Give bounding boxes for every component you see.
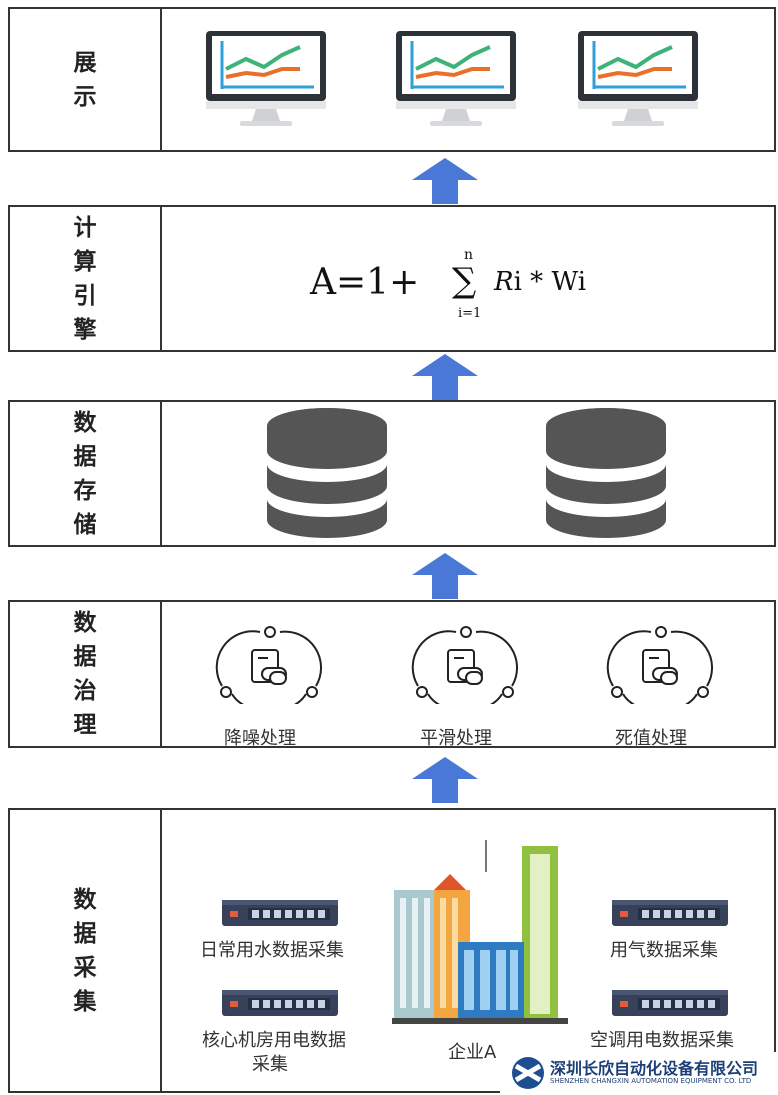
collection-server-room-label: 核心机房用电数据 bbox=[202, 1030, 346, 1051]
collection-layer-title: 数据采集 bbox=[73, 886, 97, 1015]
formula-sum: ∑ bbox=[452, 261, 477, 301]
formula-op: * bbox=[530, 267, 544, 297]
formula-lower: i=1 bbox=[458, 306, 482, 321]
monitor-icon bbox=[204, 29, 328, 129]
database-icon bbox=[544, 406, 668, 540]
enterprise-building-icon bbox=[392, 838, 568, 1024]
storage-layer-body bbox=[162, 402, 774, 545]
formula-i: i bbox=[513, 267, 522, 297]
governance-layer-title: 数据治理 bbox=[73, 610, 97, 738]
company-name-en: SHENZHEN CHANGXIN AUTOMATION EQUIPMENT C… bbox=[550, 1077, 752, 1085]
formula-r: R bbox=[494, 267, 514, 297]
storage-layer: 数据存储 bbox=[8, 400, 776, 547]
formula-lhs: A=1+ bbox=[310, 262, 420, 303]
collection-ac-label: 空调用电数据采集 bbox=[590, 1030, 734, 1051]
governance-item-smooth: 平滑处理 bbox=[420, 728, 492, 749]
up-arrow-icon bbox=[412, 158, 478, 204]
formula-upper: n bbox=[464, 247, 474, 263]
data-processing-icon bbox=[605, 624, 715, 704]
formula-w: Wi bbox=[551, 267, 587, 297]
company-name-cn: 深圳长欣自动化设备有限公司 bbox=[550, 1059, 759, 1078]
up-arrow-icon bbox=[412, 553, 478, 599]
governance-item-noise: 降噪处理 bbox=[224, 728, 296, 749]
collection-water-label: 日常用水数据采集 bbox=[200, 940, 344, 961]
engine-layer-title: 计算引擎 bbox=[73, 214, 97, 343]
company-logo-icon bbox=[512, 1057, 544, 1089]
database-icon bbox=[265, 406, 389, 540]
data-processing-icon bbox=[410, 624, 520, 704]
network-switch-icon bbox=[612, 990, 728, 1016]
company-logo: 深圳长欣自动化设备有限公司 SHENZHEN CHANGXIN AUTOMATI… bbox=[500, 1052, 776, 1094]
up-arrow-icon bbox=[412, 354, 478, 400]
network-switch-icon bbox=[222, 990, 338, 1016]
storage-layer-title: 数据存储 bbox=[73, 409, 97, 538]
display-layer: 展示 bbox=[8, 7, 776, 152]
collection-layer-body: 日常用水数据采集 核心机房用电数据 采集 企业A 用气数据采集 空调 bbox=[162, 810, 774, 1091]
data-processing-icon bbox=[214, 624, 324, 704]
formula-term: Ri * Wi bbox=[494, 267, 586, 297]
governance-layer-body: 降噪处理 平滑处理 死值处理 bbox=[162, 602, 774, 749]
engine-layer-body: A=1+ n ∑ i=1 Ri * Wi bbox=[162, 207, 774, 350]
governance-item-deadvalue: 死值处理 bbox=[615, 728, 687, 749]
network-switch-icon bbox=[612, 900, 728, 926]
monitor-icon bbox=[394, 29, 518, 129]
enterprise-label: 企业A bbox=[448, 1042, 497, 1063]
governance-layer: 数据治理 降噪处理 平滑处理 死值处理 bbox=[8, 600, 776, 749]
collection-server-room-label-2: 采集 bbox=[252, 1054, 288, 1075]
storage-layer-label: 数据存储 bbox=[10, 402, 162, 545]
up-arrow-icon bbox=[412, 757, 478, 803]
display-layer-label: 展示 bbox=[10, 9, 162, 150]
engine-layer: 计算引擎 A=1+ n ∑ i=1 Ri * Wi bbox=[8, 205, 776, 352]
monitor-icon bbox=[576, 29, 700, 129]
collection-gas-label: 用气数据采集 bbox=[610, 940, 718, 961]
engine-layer-label: 计算引擎 bbox=[10, 207, 162, 350]
display-layer-body bbox=[162, 9, 774, 150]
network-switch-icon bbox=[222, 900, 338, 926]
collection-layer: 数据采集 日常用水数据采集 核心机房用电数据 采集 企业A bbox=[8, 808, 776, 1093]
governance-layer-label: 数据治理 bbox=[10, 602, 162, 746]
display-layer-title: 展示 bbox=[73, 49, 97, 110]
collection-layer-label: 数据采集 bbox=[10, 810, 162, 1091]
